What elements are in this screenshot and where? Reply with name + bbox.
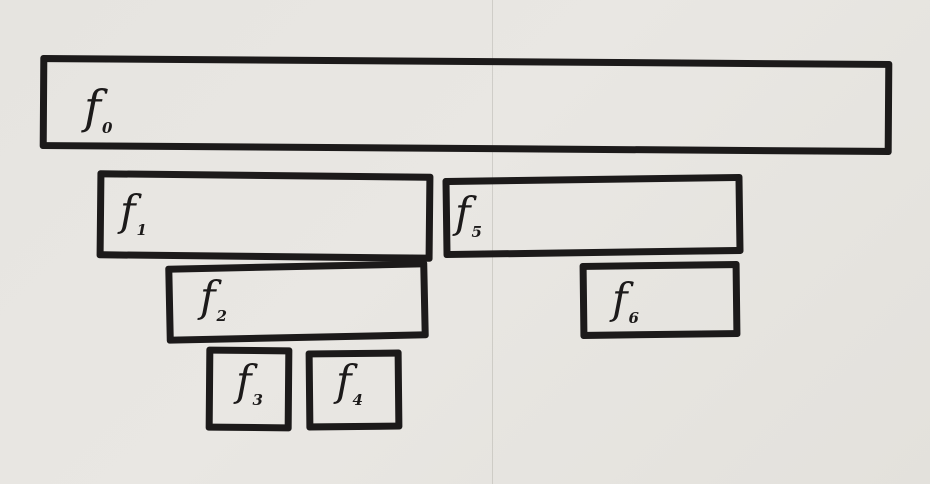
frame-label-f6: f6 — [612, 278, 639, 326]
frame-label-f2: f2 — [200, 276, 227, 324]
frame-subscript: 6 — [628, 309, 639, 327]
frame-box-f5 — [442, 173, 744, 259]
frame-label-f1: f1 — [120, 190, 147, 238]
frame-letter: f — [236, 356, 252, 405]
frame-letter: f — [120, 186, 136, 235]
frame-subscript: 5 — [471, 223, 482, 241]
frame-label-f4: f4 — [336, 360, 363, 408]
frame-box-f0 — [39, 55, 893, 155]
frame-letter: f — [336, 356, 352, 405]
frame-letter: f — [200, 272, 216, 321]
frame-subscript: 1 — [136, 221, 147, 239]
frame-subscript: 2 — [216, 307, 227, 325]
frame-box-f6 — [579, 261, 741, 339]
frame-label-f5: f5 — [455, 192, 482, 240]
frame-letter: f — [612, 274, 628, 323]
frame-subscript: 0 — [102, 119, 113, 137]
frame-box-f1 — [96, 170, 434, 262]
page-fold-line — [492, 0, 493, 484]
frame-subscript: 4 — [352, 391, 363, 409]
frame-letter: f — [84, 80, 102, 134]
frame-subscript: 3 — [252, 391, 263, 409]
frame-label-f0: f0 — [84, 84, 112, 136]
frame-label-f3: f3 — [236, 360, 263, 408]
frame-letter: f — [455, 188, 471, 237]
